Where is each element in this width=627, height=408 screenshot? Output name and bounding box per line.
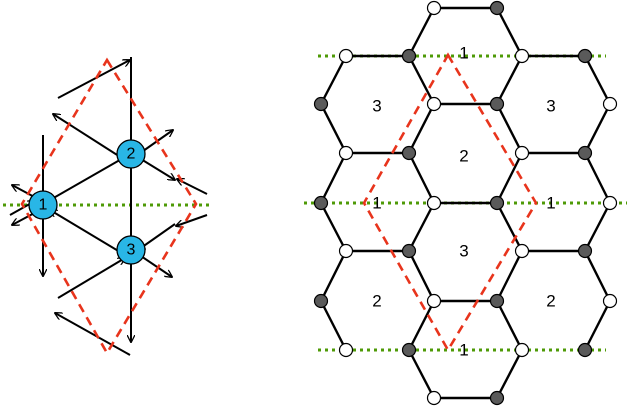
hex-edge	[407, 152, 436, 204]
vertex-dark	[489, 0, 505, 16]
vertex-light	[426, 96, 442, 112]
hex-edge	[583, 300, 612, 351]
svg-text:2: 2	[127, 146, 136, 163]
arrow	[57, 60, 130, 99]
vertex-dark	[577, 342, 593, 358]
vertex-dark	[489, 390, 505, 406]
cell-label-lower-left-2: 2	[372, 292, 381, 311]
hex-edge	[583, 202, 612, 252]
hex-edge	[583, 152, 612, 204]
vertex-dark	[313, 96, 329, 112]
vertex-light	[602, 195, 618, 211]
hex-edge	[495, 349, 524, 399]
vertex-light	[602, 293, 618, 309]
node-2: 2	[116, 139, 146, 169]
hex-edge	[495, 7, 524, 57]
hex-edge	[495, 103, 524, 154]
vertex-dark	[577, 243, 593, 259]
vertex-dark	[489, 195, 505, 211]
right-panel: 1 3 3 2 1 1 3 2 2 1	[304, 0, 627, 406]
hex-edge	[319, 250, 348, 302]
hex-edge	[319, 152, 348, 204]
vertex-light	[338, 243, 354, 259]
hex-edge	[583, 55, 612, 105]
hex-edge	[319, 202, 348, 252]
cell-label-center-3: 3	[459, 242, 468, 261]
vertex-dark	[401, 243, 417, 259]
vertex-light	[602, 96, 618, 112]
arrow	[50, 210, 126, 256]
left-arrows	[9, 57, 208, 356]
arrow	[57, 258, 125, 299]
hexagon-vertices	[313, 0, 618, 406]
left-unit-cell	[20, 57, 198, 356]
vertex-dark	[401, 48, 417, 64]
cell-label-top-1: 1	[459, 44, 468, 63]
vertex-light	[338, 48, 354, 64]
hex-edge	[583, 103, 612, 154]
hex-edge	[495, 55, 524, 105]
vertex-light	[338, 342, 354, 358]
vertex-light	[338, 145, 354, 161]
vertex-dark	[401, 342, 417, 358]
hex-edge	[495, 202, 524, 252]
cell-label-bottom-1: 1	[459, 341, 468, 360]
vertex-dark	[313, 195, 329, 211]
hex-edge	[319, 55, 348, 105]
vertex-light	[426, 293, 442, 309]
hex-edge	[407, 103, 436, 154]
cell-label-upper-left-3: 3	[372, 97, 381, 116]
vertex-light	[514, 342, 530, 358]
arrow	[49, 157, 125, 201]
arrow	[176, 214, 208, 226]
vertex-light	[426, 0, 442, 16]
vertex-dark	[313, 293, 329, 309]
hex-edge	[407, 250, 436, 302]
hex-edge	[495, 300, 524, 351]
hex-edge	[495, 152, 524, 204]
node-1: 1	[28, 190, 58, 220]
cell-label-upper-right-3: 3	[546, 97, 555, 116]
hex-edge	[319, 103, 348, 154]
arrow	[55, 313, 131, 356]
hex-edge	[407, 300, 436, 351]
vertex-dark	[577, 48, 593, 64]
vertex-dark	[577, 145, 593, 161]
cell-label-center-2: 2	[459, 147, 468, 166]
hex-edge	[407, 349, 436, 399]
hex-edge	[495, 250, 524, 302]
cell-label-mid-left-1: 1	[372, 194, 381, 213]
vertex-light	[426, 390, 442, 406]
cell-label-mid-right-1: 1	[546, 194, 555, 213]
arrow	[53, 114, 126, 161]
hex-edge	[319, 300, 348, 351]
hex-edge	[583, 250, 612, 302]
vertex-dark	[489, 293, 505, 309]
svg-text:3: 3	[127, 242, 136, 259]
hexagon-edges	[319, 6, 612, 400]
svg-text:1: 1	[39, 197, 48, 214]
node-3: 3	[116, 235, 146, 265]
hex-edge	[407, 202, 436, 252]
vertex-light	[514, 145, 530, 161]
vertex-light	[514, 48, 530, 64]
hex-edge	[407, 55, 436, 105]
vertex-light	[514, 243, 530, 259]
vertex-light	[426, 195, 442, 211]
left-panel: 1 2 3	[3, 57, 210, 356]
vertex-dark	[401, 145, 417, 161]
vertex-dark	[489, 96, 505, 112]
hex-edge	[407, 7, 436, 57]
cell-label-lower-right-2: 2	[546, 292, 555, 311]
